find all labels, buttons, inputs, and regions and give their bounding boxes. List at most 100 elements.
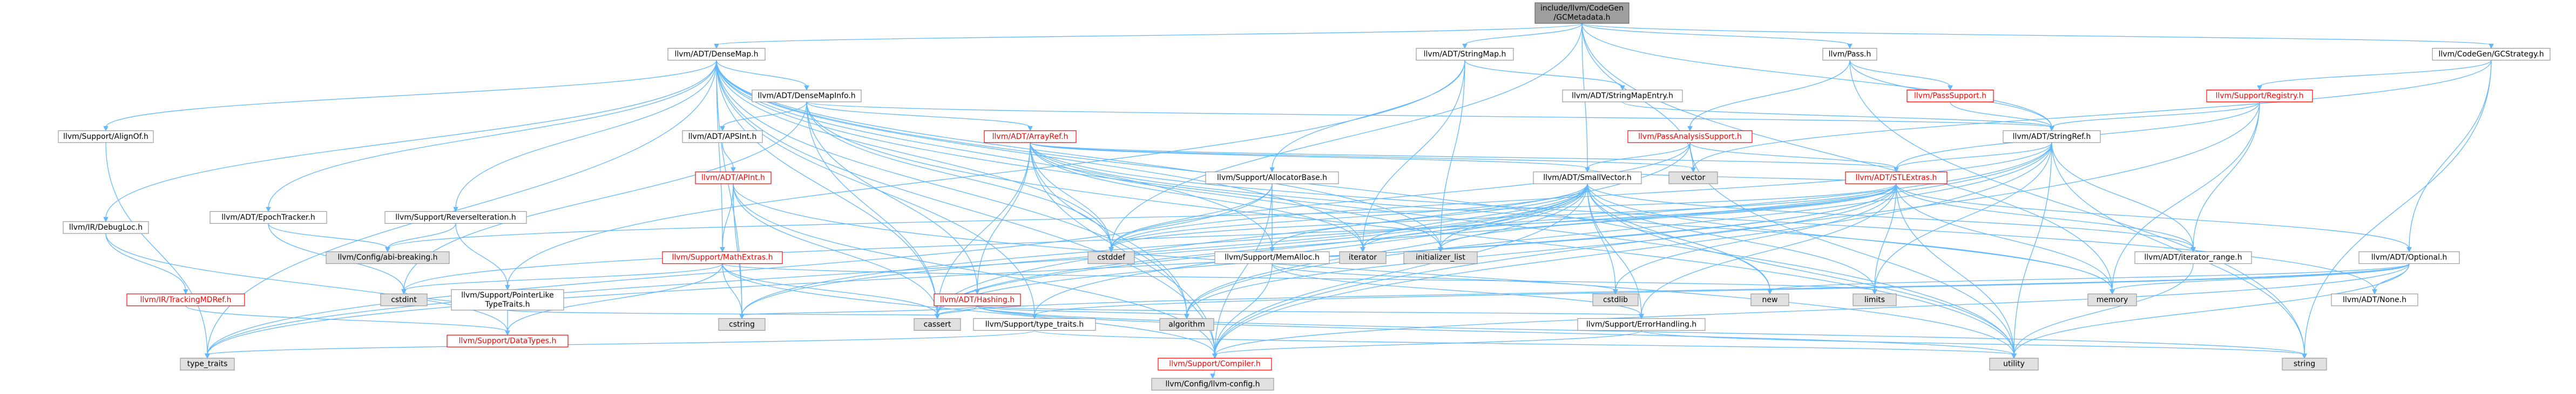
edge-smallvector-to-cassert [937, 183, 1588, 316]
node-cstdlib[interactable]: cstdlib [1592, 293, 1639, 306]
edge-hashing-to-utility [977, 305, 2014, 356]
node-optional[interactable]: llvm/ADT/Optional.h [2358, 251, 2460, 264]
edge-passanalysis-to-cstddef [1111, 142, 1691, 249]
edge-memalloc-to-compiler [1214, 263, 1273, 355]
node-vector[interactable]: vector [1668, 171, 1718, 184]
node-label-abibreaking: llvm/Config/abi-breaking.h [337, 253, 437, 262]
edge-stlextras-to-algorithm [1186, 183, 1897, 316]
node-label-root: /GCMetadata.h [1554, 14, 1611, 22]
node-apsint[interactable]: llvm/ADT/APSInt.h [682, 130, 763, 143]
node-passsupport[interactable]: llvm/PassSupport.h [1906, 89, 1994, 103]
node-label-ptrtraits: llvm/Support/PointerLike [461, 291, 554, 299]
node-stringref[interactable]: llvm/ADT/StringRef.h [2003, 130, 2101, 143]
node-limits[interactable]: limits [1852, 293, 1897, 306]
edge-stringmap-to-ptrtraits [507, 60, 1465, 286]
arrowhead-densemap-to-alignof [103, 126, 109, 131]
node-label-reverseiter: llvm/Support/ReverseIteration.h [395, 213, 516, 222]
node-root[interactable]: include/llvm/CodeGen/GCMetadata.h [1534, 2, 1630, 24]
edge-smallvector-to-cstddef [1111, 183, 1588, 249]
edge-root-to-memory [1581, 23, 2113, 291]
edge-smallvector-to-memalloc [1272, 183, 1588, 249]
edge-stlextras-to-memory [1896, 183, 2113, 291]
node-box-stringmap [1416, 48, 1514, 61]
edge-densemap-to-cstddef [716, 60, 1112, 249]
node-debugloc[interactable]: llvm/IR/DebugLoc.h [63, 221, 149, 234]
node-new[interactable]: new [1750, 293, 1789, 306]
node-registry[interactable]: llvm/Support/Registry.h [2206, 89, 2313, 103]
node-densemap[interactable]: llvm/ADT/DenseMap.h [667, 48, 766, 61]
node-abibreaking[interactable]: llvm/Config/abi-breaking.h [326, 251, 450, 264]
node-pass[interactable]: llvm/Pass.h [1822, 48, 1877, 61]
node-llvmconfig[interactable]: llvm/Config/llvm-config.h [1151, 378, 1274, 391]
node-label-debugloc: llvm/IR/DebugLoc.h [69, 223, 143, 232]
node-iterrange[interactable]: llvm/ADT/iterator_range.h [2134, 251, 2252, 264]
node-label-vector: vector [1681, 173, 1706, 182]
node-passanalysis[interactable]: llvm/PassAnalysisSupport.h [1627, 130, 1753, 143]
node-label-allocatorbase: llvm/Support/AllocatorBase.h [1217, 173, 1327, 182]
node-hashing[interactable]: llvm/ADT/Hashing.h [934, 293, 1021, 306]
node-smallvector[interactable]: llvm/ADT/SmallVector.h [1533, 171, 1642, 184]
edge-stlextras-to-utility [1896, 183, 2014, 355]
node-box-memory [2087, 293, 2137, 306]
node-box-utility [1989, 358, 2039, 371]
edge-densemap-to-utility [716, 60, 2014, 355]
node-label-gcstrategy: llvm/CodeGen/GCStrategy.h [2438, 50, 2544, 58]
node-box-new [1750, 293, 1789, 306]
node-algorithm[interactable]: algorithm [1159, 318, 1214, 331]
edge-arrayref-to-vector [1030, 142, 1694, 169]
node-mathextras[interactable]: llvm/Support/MathExtras.h [662, 251, 783, 264]
node-stlextras[interactable]: llvm/ADT/STLExtras.h [1845, 171, 1948, 184]
node-gcstrategy[interactable]: llvm/CodeGen/GCStrategy.h [2432, 48, 2551, 61]
node-allocatorbase[interactable]: llvm/Support/AllocatorBase.h [1205, 171, 1339, 184]
node-iterator[interactable]: iterator [1339, 251, 1387, 264]
edge-stlextras-to-cstdlib [1615, 183, 1897, 291]
edge-stlextras-to-typetraits [207, 183, 1897, 355]
node-errorhandling[interactable]: llvm/Support/ErrorHandling.h [1577, 318, 1706, 331]
node-box-string [2282, 358, 2327, 371]
arrowhead-densemapinfo-to-apsint [720, 126, 725, 131]
node-cstring[interactable]: cstring [718, 318, 766, 331]
node-trackingmd[interactable]: llvm/IR/TrackingMDRef.h [126, 293, 245, 306]
node-stringmapentry[interactable]: llvm/ADT/StringMapEntry.h [1562, 89, 1683, 103]
arrowhead-registry-to-iterrange [2190, 247, 2196, 252]
node-alignof[interactable]: llvm/Support/AlignOf.h [58, 130, 154, 143]
node-memory[interactable]: memory [2087, 293, 2137, 306]
node-compiler[interactable]: llvm/Support/Compiler.h [1158, 358, 1272, 371]
node-box-pass [1822, 48, 1877, 61]
node-typetraits[interactable]: type_traits [180, 358, 235, 371]
node-epochtracker[interactable]: llvm/ADT/EpochTracker.h [209, 211, 327, 224]
node-densemapinfo[interactable]: llvm/ADT/DenseMapInfo.h [752, 89, 862, 103]
node-typetraits_llvm[interactable]: llvm/Support/type_traits.h [973, 318, 1096, 331]
node-cassert[interactable]: cassert [914, 318, 961, 331]
node-utility[interactable]: utility [1989, 358, 2039, 371]
node-none[interactable]: llvm/ADT/None.h [2331, 293, 2418, 306]
edge-passsupport-to-stringref [1950, 102, 2052, 128]
arrowhead-optional-to-none [2372, 289, 2377, 295]
node-reverseiter[interactable]: llvm/Support/ReverseIteration.h [384, 211, 527, 224]
node-box-algorithm [1159, 318, 1214, 331]
edge-optional-to-compiler [1214, 263, 2410, 355]
node-apint[interactable]: llvm/ADT/APInt.h [695, 171, 772, 184]
node-stringmap[interactable]: llvm/ADT/StringMap.h [1416, 48, 1514, 61]
edge-densemapinfo-to-arrayref [806, 102, 1031, 128]
node-cstddef[interactable]: cstddef [1087, 251, 1135, 264]
node-label-cstdint: cstdint [391, 296, 417, 304]
node-initlist[interactable]: initializer_list [1403, 251, 1478, 264]
edge-pass-to-string [1849, 60, 2305, 355]
node-box-apsint [682, 130, 763, 143]
node-box-smallvector [1533, 171, 1642, 184]
node-arrayref[interactable]: llvm/ADT/ArrayRef.h [984, 130, 1077, 143]
edge-smallvector-to-cstring [741, 183, 1588, 316]
node-memalloc[interactable]: llvm/Support/MemAlloc.h [1214, 251, 1330, 264]
node-label-compiler: llvm/Support/Compiler.h [1169, 360, 1261, 369]
node-cstdint[interactable]: cstdint [380, 293, 428, 306]
node-datatypes[interactable]: llvm/Support/DataTypes.h [447, 335, 569, 348]
edge-densemapinfo-to-utility [806, 102, 2014, 355]
node-string[interactable]: string [2282, 358, 2327, 371]
edge-smallvector-to-iterator [1362, 183, 1588, 249]
edge-densemap-to-typetraits_llvm [716, 60, 1035, 316]
edge-mathextras-to-cstdint [403, 263, 723, 291]
edge-densemapinfo-to-stringref [806, 101, 2052, 128]
